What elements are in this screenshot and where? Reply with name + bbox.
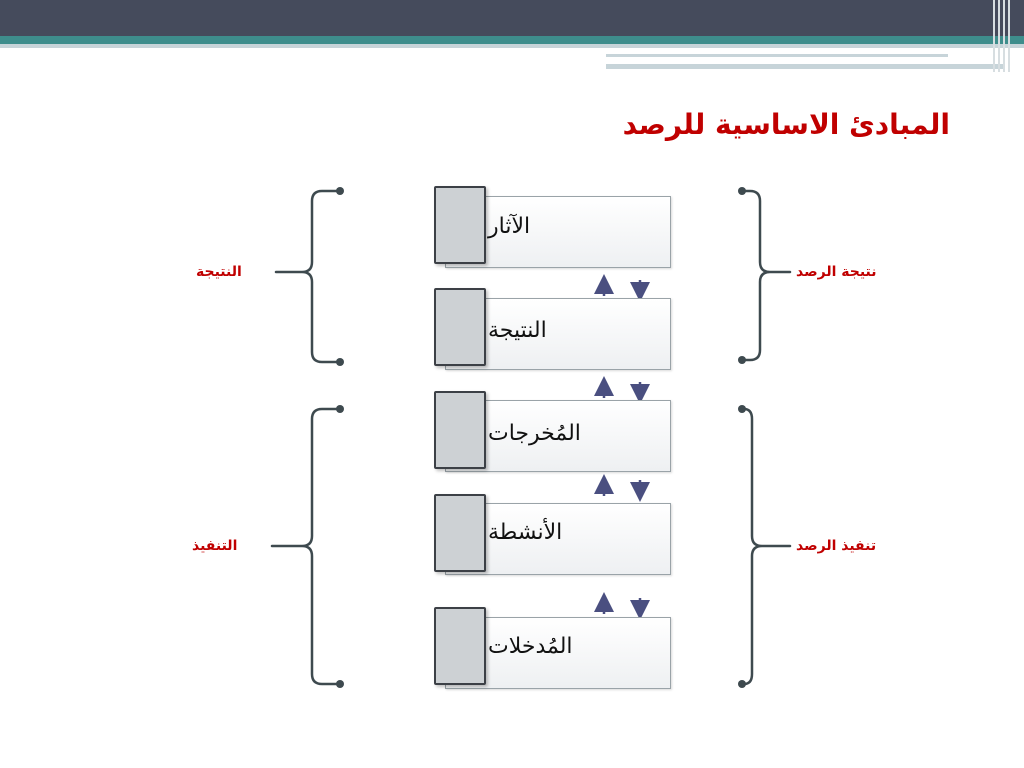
- header-light-stripe: [0, 44, 1024, 48]
- bracket-end-dot: [738, 356, 746, 364]
- bracket-end-dot: [336, 187, 344, 195]
- bracket-end-dot: [336, 358, 344, 366]
- bracket-end-dot: [336, 405, 344, 413]
- level-label-impact: الآثار: [488, 214, 531, 239]
- header-bar: [0, 0, 1024, 36]
- level-box-tab: [434, 186, 486, 264]
- level-label-activities: الأنشطة: [488, 520, 563, 545]
- header-accent-line: [606, 64, 1004, 69]
- bracket-end-dot: [738, 405, 746, 413]
- decor-vertical-rule: [1008, 0, 1010, 72]
- header-accent-line: [606, 54, 948, 57]
- level-box-tab: [434, 288, 486, 366]
- decor-vertical-rule: [998, 0, 1000, 72]
- decor-vertical-rule: [993, 0, 995, 72]
- level-label-inputs: المُدخلات: [488, 634, 573, 659]
- level-box-tab: [434, 607, 486, 685]
- decor-vertical-rule: [1003, 0, 1005, 72]
- level-box-tab: [434, 494, 486, 572]
- arrow-pairs: [594, 274, 650, 620]
- slide-title: المبادئ الاساسية للرصد: [622, 108, 950, 141]
- left-label-implementation: التنفيذ: [192, 538, 238, 554]
- left-upper-bracket: [274, 189, 342, 364]
- right-label-implementation-monitoring: تنفيذ الرصد: [796, 538, 877, 554]
- left-label-outcome: النتيجة: [196, 264, 242, 280]
- header-teal-stripe: [0, 36, 1024, 44]
- left-lower-bracket: [270, 407, 342, 686]
- right-upper-bracket: [740, 189, 792, 362]
- right-lower-bracket: [740, 407, 792, 686]
- level-label-outputs: المُخرجات: [488, 421, 581, 446]
- bracket-end-dot: [336, 680, 344, 688]
- level-box-tab: [434, 391, 486, 469]
- bracket-end-dot: [738, 680, 746, 688]
- level-label-outcome: النتيجة: [488, 318, 547, 343]
- right-label-outcome-monitoring: نتيجة الرصد: [796, 264, 877, 280]
- bracket-end-dot: [738, 187, 746, 195]
